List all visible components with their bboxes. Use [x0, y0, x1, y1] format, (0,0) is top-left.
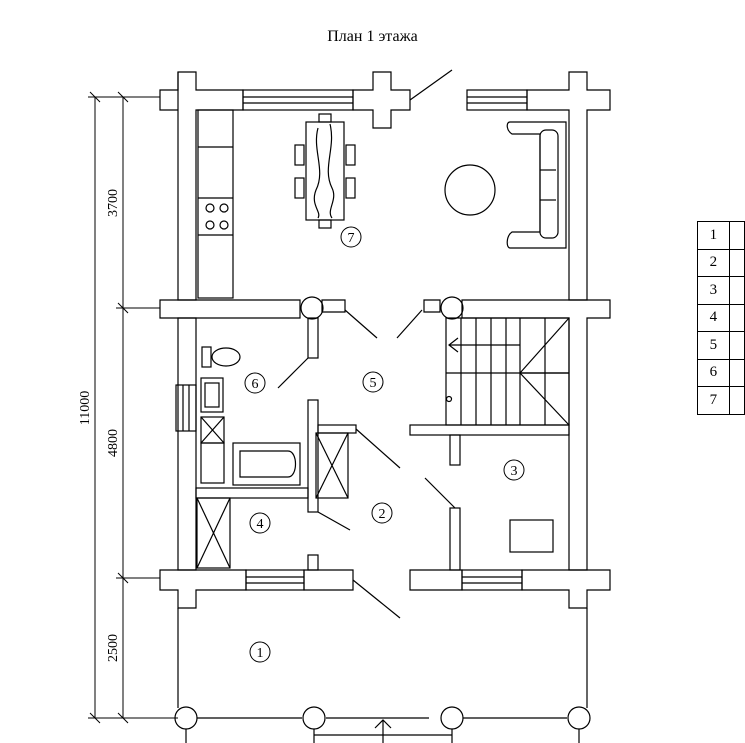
kitchen-counter	[197, 109, 234, 299]
room-labels	[244, 226, 525, 663]
left-wall	[175, 317, 197, 571]
legend-number: 4	[697, 303, 730, 332]
room-number-6: 6	[252, 377, 259, 392]
room-number-5: 5	[370, 376, 377, 391]
legend-row: 7	[697, 386, 745, 415]
room-marker-1	[249, 641, 271, 663]
top-wall	[159, 69, 611, 301]
toilet	[201, 346, 241, 368]
room-number-7: 7	[348, 231, 355, 246]
closet-2	[315, 432, 349, 499]
dim-total: 11000	[78, 391, 93, 425]
partitions	[195, 317, 570, 571]
room-marker-6	[244, 372, 266, 394]
legend-row: 4	[697, 303, 745, 332]
legend-number: 2	[697, 248, 730, 277]
dim-segment-1: 3700	[106, 189, 121, 217]
room-marker-7	[340, 226, 362, 248]
dim-segment-2: 4800	[106, 429, 121, 457]
legend-row: 3	[697, 276, 745, 305]
legend-number: 6	[697, 358, 730, 387]
sink	[200, 377, 224, 413]
legend-number: 7	[697, 386, 730, 415]
room-marker-3	[503, 459, 525, 481]
dim-segment-3: 2500	[106, 634, 121, 662]
legend-number: 5	[697, 331, 730, 360]
room-number-3: 3	[511, 464, 518, 479]
room-marker-2	[371, 502, 393, 524]
column-right	[440, 296, 464, 320]
washing-machine	[200, 416, 225, 484]
legend-row: 2	[697, 248, 745, 277]
closet-4	[196, 497, 231, 569]
sofa	[506, 121, 567, 249]
bottom-wall	[159, 569, 611, 619]
legend-row: 5	[697, 331, 745, 360]
middle-wall	[159, 296, 611, 571]
room-number-2: 2	[379, 507, 386, 522]
room-number-1: 1	[257, 646, 264, 661]
staircase	[445, 317, 570, 426]
legend-row: 6	[697, 358, 745, 387]
column-left	[300, 296, 324, 320]
room-number-4: 4	[257, 517, 264, 532]
room-marker-4	[249, 512, 271, 534]
bathtub	[232, 442, 301, 486]
plan-title: План 1 этажа	[327, 28, 418, 45]
terrace	[174, 608, 591, 743]
room-marker-5	[362, 371, 384, 393]
round-table	[444, 164, 496, 216]
dining-table	[294, 113, 356, 229]
room-legend-table: 1 2 3 4 5 6 7	[697, 221, 745, 415]
legend-row: 1	[697, 221, 745, 250]
legend-number: 3	[697, 276, 730, 305]
desk	[509, 519, 554, 553]
dimension-lines	[88, 91, 178, 724]
legend-number: 1	[697, 221, 730, 250]
